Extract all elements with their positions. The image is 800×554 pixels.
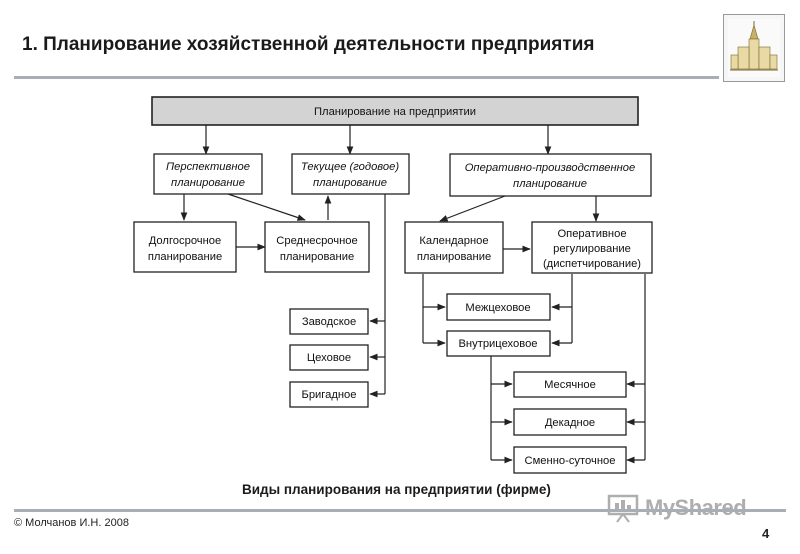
- box-operational: Оперативно-производственное планирование: [449, 153, 652, 197]
- box-perspective: Перспективное планирование: [153, 153, 263, 195]
- svg-text:планирование: планирование: [148, 251, 222, 263]
- svg-text:планирование: планирование: [280, 251, 354, 263]
- box-regulation: Оперативное регулирование (диспетчирован…: [531, 221, 653, 274]
- svg-text:Сменно-суточное: Сменно-суточное: [525, 455, 616, 467]
- box-shop: Цеховое: [289, 344, 369, 371]
- box-long-term: Долгосрочное планирование: [133, 221, 237, 273]
- svg-text:Оперативное: Оперативное: [557, 228, 626, 240]
- svg-text:Внутрицеховое: Внутрицеховое: [458, 338, 537, 350]
- box-current: Текущее (годовое) планирование: [291, 153, 410, 195]
- svg-text:планирование: планирование: [417, 251, 491, 263]
- svg-text:Бригадное: Бригадное: [301, 389, 356, 401]
- box-shift-daily: Сменно-суточное: [513, 446, 627, 474]
- svg-text:Межцеховое: Межцеховое: [465, 302, 530, 314]
- svg-text:Оперативно-производственное: Оперативно-производственное: [465, 162, 636, 174]
- svg-text:планирование: планирование: [513, 178, 587, 190]
- root-label: Планирование на предприятии: [314, 106, 476, 118]
- page-number: 4: [762, 526, 770, 541]
- svg-text:Декадное: Декадное: [545, 417, 595, 429]
- svg-text:Текущее (годовое): Текущее (годовое): [301, 161, 399, 173]
- svg-text:Месячное: Месячное: [544, 379, 596, 391]
- box-brigade: Бригадное: [289, 381, 369, 408]
- diagram-caption: Виды планирования на предприятии (фирме): [242, 482, 551, 497]
- svg-text:Долгосрочное: Долгосрочное: [149, 235, 222, 247]
- watermark-text: MyShared: [645, 495, 747, 520]
- box-decade: Декадное: [513, 408, 627, 436]
- box-monthly: Месячное: [513, 371, 627, 398]
- svg-text:Заводское: Заводское: [302, 316, 356, 328]
- svg-text:(диспетчирование): (диспетчирование): [543, 258, 641, 270]
- footer-divider: [14, 509, 786, 512]
- svg-text:планирование: планирование: [313, 177, 387, 189]
- svg-text:Перспективное: Перспективное: [166, 161, 250, 173]
- watermark: MyShared: [607, 491, 772, 525]
- copyright-text: © Молчанов И.Н. 2008: [14, 517, 129, 529]
- title-divider: [14, 76, 719, 79]
- presentation-icon: [607, 494, 639, 523]
- svg-text:планирование: планирование: [171, 177, 245, 189]
- root-box: Планирование на предприятии: [151, 96, 639, 126]
- box-calendar: Календарное планирование: [404, 221, 504, 274]
- connectors: [180, 125, 646, 464]
- box-intra-shop: Внутрицеховое: [446, 330, 551, 357]
- svg-text:Календарное: Календарное: [419, 235, 488, 247]
- slide-title: 1. Планирование хозяйственной деятельнос…: [22, 34, 595, 55]
- box-plant: Заводское: [289, 308, 369, 335]
- box-inter-shop: Межцеховое: [446, 293, 551, 321]
- svg-text:Среднесрочное: Среднесрочное: [276, 235, 357, 247]
- svg-text:Цеховое: Цеховое: [307, 352, 351, 364]
- svg-text:регулирование: регулирование: [553, 243, 631, 255]
- box-mid-term: Среднесрочное планирование: [264, 221, 370, 273]
- university-logo-icon: [723, 14, 785, 82]
